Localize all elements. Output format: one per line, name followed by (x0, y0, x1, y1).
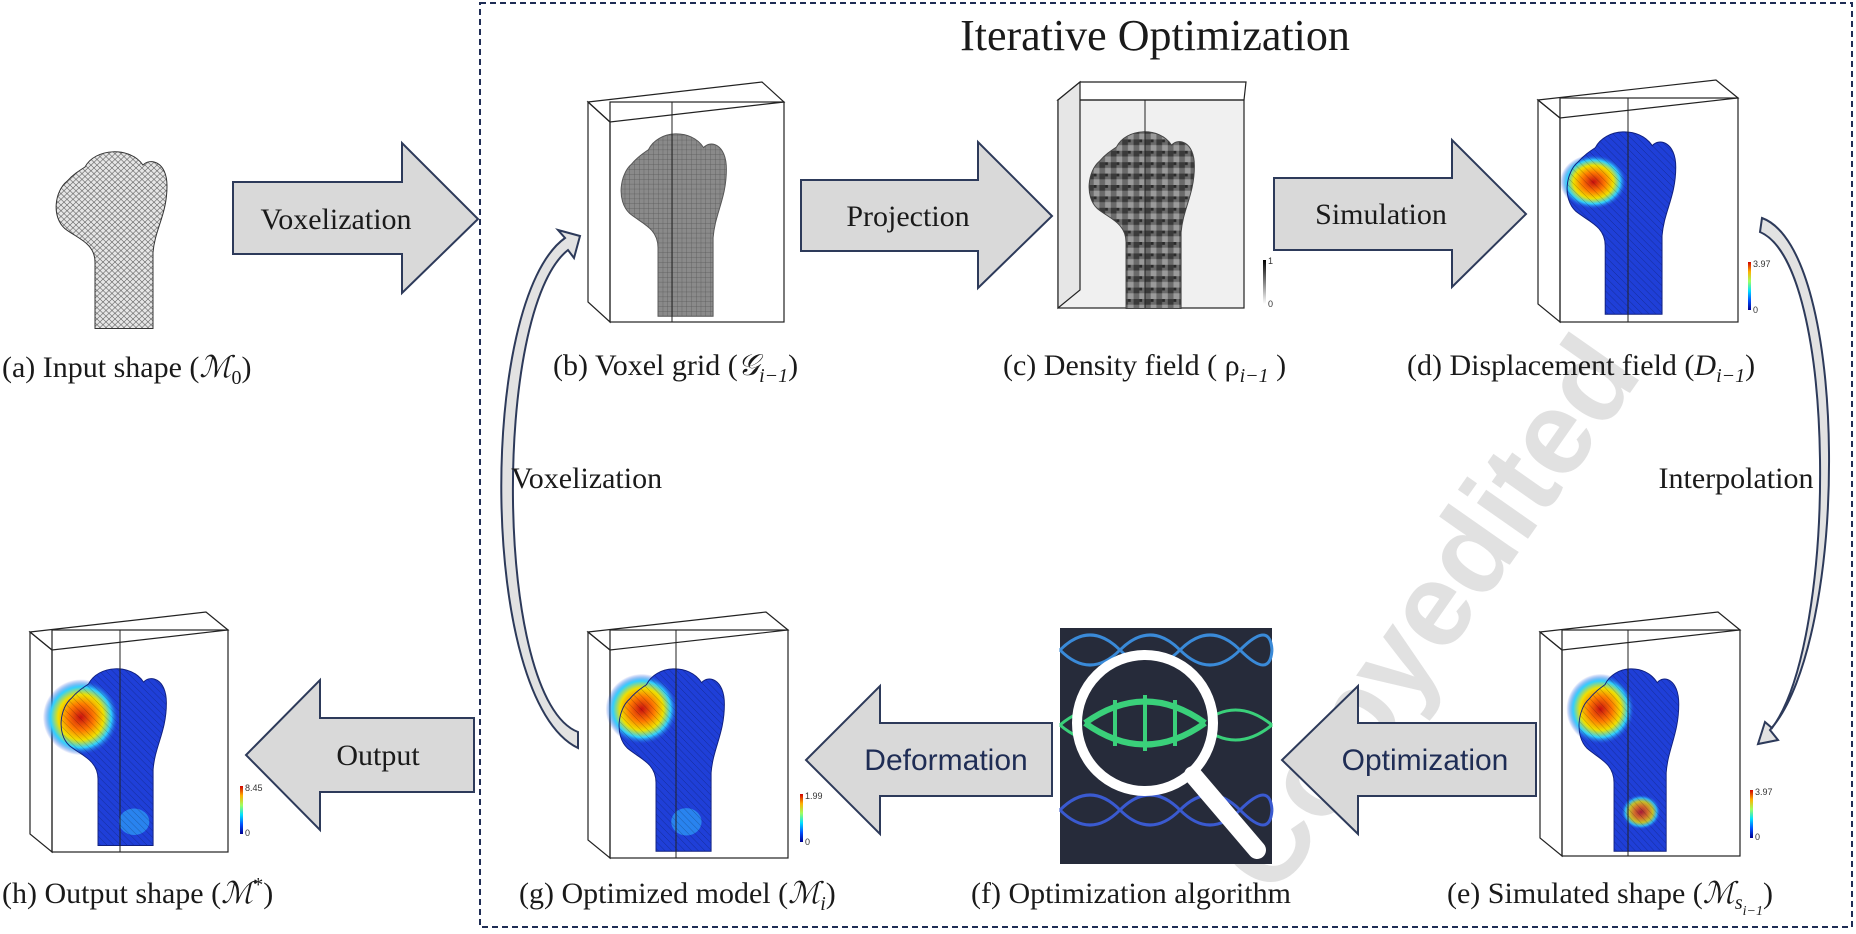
caption-g: (g) Optimized model (ℳi) (519, 877, 836, 915)
deformation-label: Deformation (864, 744, 1027, 777)
iteration-frame (479, 2, 1853, 928)
caption-e: (e) Simulated shape (ℳsi−1) (1447, 877, 1773, 919)
colorbar-g (800, 794, 803, 842)
colorbar-d (1748, 262, 1751, 310)
optimization-algorithm-figure (1058, 628, 1274, 864)
voxelization-label-loop: Voxelization (511, 462, 662, 495)
input-shape-figure (55, 151, 168, 329)
colorbar-g-min: 0 (805, 837, 810, 847)
caption-a: (a) Input shape (ℳ0) (2, 351, 252, 389)
interpolation-label: Interpolation (1659, 462, 1814, 495)
iterative-optimization-title: Iterative Optimization (960, 11, 1350, 60)
colorbar-c-max: 1 (1268, 256, 1273, 266)
simulation-label: Simulation (1315, 198, 1447, 231)
arrow-output: Output (244, 677, 475, 833)
colorbar-h-max: 8.45 (245, 783, 263, 793)
arrow-simulation: Simulation (1273, 137, 1528, 290)
caption-h: (h) Output shape (ℳ*) (2, 874, 273, 910)
caption-c: (c) Density field ( ρi−1 ) (1003, 349, 1286, 387)
colorbar-g-max: 1.99 (805, 791, 823, 801)
projection-label: Projection (846, 200, 969, 233)
colorbar-d-max: 3.97 (1753, 259, 1771, 269)
arrow-interpolation-curve (1756, 216, 1831, 746)
voxelization-label-top: Voxelization (260, 203, 411, 236)
arrow-optimization: Optimization (1280, 683, 1537, 837)
optimized-model-figure (586, 611, 790, 860)
colorbar-c (1263, 260, 1266, 304)
density-field-figure (1056, 80, 1247, 310)
arrow-voxelization-top: Voxelization (232, 140, 480, 296)
arrow-voxelization-loop (500, 228, 582, 750)
caption-f: (f) Optimization algorithm (971, 877, 1291, 910)
displacement-field-figure (1536, 79, 1740, 324)
colorbar-h-min: 0 (245, 828, 250, 838)
output-label: Output (336, 739, 420, 772)
optimization-label: Optimization (1342, 744, 1509, 777)
voxel-grid-figure (586, 81, 786, 324)
caption-b: (b) Voxel grid (𝒢i−1) (553, 349, 798, 387)
arrow-deformation: Deformation (804, 683, 1053, 837)
colorbar-e-max: 3.97 (1755, 787, 1773, 797)
colorbar-c-min: 0 (1268, 299, 1273, 309)
output-shape-figure (28, 611, 230, 854)
simulated-shape-figure (1538, 611, 1742, 858)
colorbar-d-min: 0 (1753, 305, 1758, 315)
colorbar-e-min: 0 (1755, 832, 1760, 842)
colorbar-h (240, 786, 243, 834)
colorbar-e (1750, 790, 1753, 838)
arrow-projection: Projection (800, 139, 1054, 291)
caption-d: (d) Displacement field (Di−1) (1407, 349, 1755, 387)
